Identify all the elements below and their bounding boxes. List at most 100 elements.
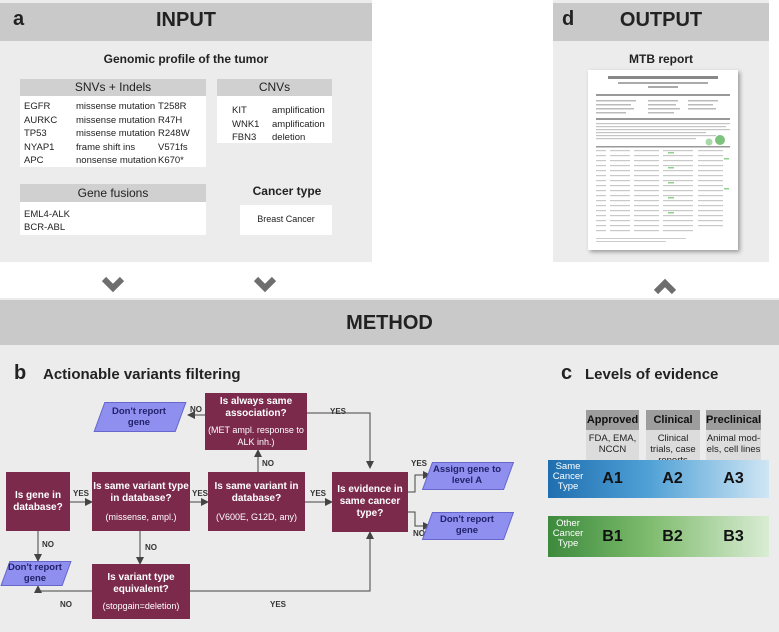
snv-gene: NYAP1 [24, 141, 55, 153]
level-row-same-cancer [548, 460, 769, 498]
method-header [0, 300, 779, 345]
cancer-type-box [240, 205, 332, 235]
panel-a-letter: a [13, 8, 25, 30]
fusions-list: EML4-ALK BCR-ABL [24, 208, 70, 234]
decision-gene-in-database: Is gene in database? [6, 472, 70, 531]
panel-c-title: Levels of evidence [585, 366, 719, 383]
snv-change: K670* [158, 155, 184, 166]
snv-type: missense mutation [76, 114, 156, 126]
yes-label: YES [270, 600, 287, 609]
chevron-down-icon [253, 276, 277, 293]
fusions-header: Gene fusions [20, 184, 206, 202]
assign-gene-level-a: Assign gene to level A [432, 464, 502, 486]
cnv-type: amplification [272, 118, 325, 130]
no-label: NO [60, 600, 72, 609]
mtb-report-thumbnail [588, 70, 738, 250]
no-label: NO [145, 543, 157, 552]
dont-report-gene-left: Don't report gene [8, 562, 62, 584]
level-cell: B3 [723, 528, 744, 545]
row-label-other-cancer: Other Cancer Type [552, 518, 584, 549]
yes-label: YES [192, 489, 209, 498]
cancer-type-title: Cancer type [252, 184, 322, 198]
cnv-type: amplification [272, 105, 325, 116]
decision-text: Is always same association? [219, 395, 293, 419]
decision-example: (MET ampl. response to ALK inh.) [208, 424, 304, 447]
cnvs-header: CNVs [217, 79, 332, 96]
level-cell: A2 [662, 470, 683, 487]
cnv-gene: WNK1 [232, 118, 260, 130]
panel-d-letter: d [562, 8, 575, 30]
level-cell: B2 [662, 528, 683, 545]
column-header-approved: Approved [586, 410, 639, 430]
panel-b-letter: b [14, 362, 27, 384]
column-desc-preclinical: Animal mod-els, cell lines [706, 430, 761, 460]
level-cell: B1 [602, 528, 623, 545]
column-desc-clinical: Clinical trials, case reports [646, 430, 700, 466]
snv-type: frame shift ins [76, 141, 136, 153]
yes-label: YES [330, 407, 347, 416]
no-label: NO [262, 459, 274, 468]
genomic-profile-title: Genomic profile of the tumor [103, 52, 269, 66]
yes-label: YES [411, 459, 428, 468]
decision-text: Is same variant type in database? [93, 480, 189, 504]
cnv-row: KIT amplification [232, 104, 332, 118]
snv-gene: EGFR [24, 101, 51, 112]
report-document-icon [596, 76, 730, 242]
row-label-same-cancer: Same Cancer Type [552, 461, 584, 492]
column-header-clinical: Clinical [646, 410, 700, 430]
level-row-other-cancer [548, 516, 769, 557]
yes-label: YES [310, 489, 327, 498]
snv-gene: AURKC [24, 114, 58, 126]
decision-text: Is evidence in same cancer type? [337, 484, 403, 519]
cnv-gene: KIT [232, 105, 247, 116]
snvs-header: SNVs + Indels [20, 79, 206, 96]
snv-type: missense mutation [76, 101, 156, 112]
cnv-gene: FBN3 [232, 132, 257, 143]
decision-evidence-same-cancer: Is evidence in same cancer type? [332, 472, 408, 532]
panel-c-letter: c [561, 362, 573, 384]
fusion-item: EML4-ALK [24, 209, 70, 220]
no-label: NO [190, 405, 202, 414]
output-title: OUTPUT [619, 9, 703, 31]
decision-always-same-association: Is always same association? (MET ampl. r… [205, 393, 307, 450]
input-header [0, 3, 372, 41]
flowchart-connectors [34, 411, 431, 593]
column-desc-approved: FDA, EMA, NCCN [586, 430, 639, 460]
snv-row: NYAP1 frame shift ins V571fs [24, 141, 204, 155]
snv-type: nonsense mutation [76, 155, 157, 166]
decision-example: (missense, ampl.) [105, 511, 177, 522]
mtb-report-title: MTB report [629, 52, 693, 66]
yes-label: YES [73, 489, 90, 498]
decision-same-variant-type: Is same variant type in database? (misse… [92, 472, 190, 531]
cancer-type-value: Breast Cancer [257, 214, 315, 224]
snv-type: missense mutation [76, 128, 156, 139]
fusion-item: BCR-ABL [24, 222, 66, 233]
decision-text: Is gene in database? [13, 489, 63, 513]
snv-change: R248W [158, 128, 190, 139]
decision-variant-type-equivalent: Is variant type equivalent? (stopgain=de… [92, 564, 190, 619]
no-label: NO [42, 540, 54, 549]
decision-text: Is variant type equivalent? [107, 571, 175, 595]
chevron-up-icon [653, 278, 677, 295]
snv-change: V571fs [158, 141, 188, 153]
snv-change: R47H [158, 114, 183, 126]
output-header [553, 3, 769, 41]
input-title: INPUT [156, 9, 216, 31]
decision-text: Is same variant in database? [214, 480, 299, 504]
snv-change: T258R [158, 101, 187, 112]
panel-b-title: Actionable variants filtering [43, 366, 241, 383]
dont-report-gene-right: Don't report gene [440, 514, 494, 536]
level-cell: A3 [723, 470, 744, 487]
decision-same-variant: Is same variant in database? (V600E, G12… [208, 472, 305, 531]
snv-gene: TP53 [24, 128, 47, 139]
snv-gene: APC [24, 155, 44, 166]
column-header-preclinical: Preclinical [706, 410, 761, 430]
dont-report-gene-top: Don't report gene [112, 406, 166, 428]
no-label: NO [413, 529, 425, 538]
